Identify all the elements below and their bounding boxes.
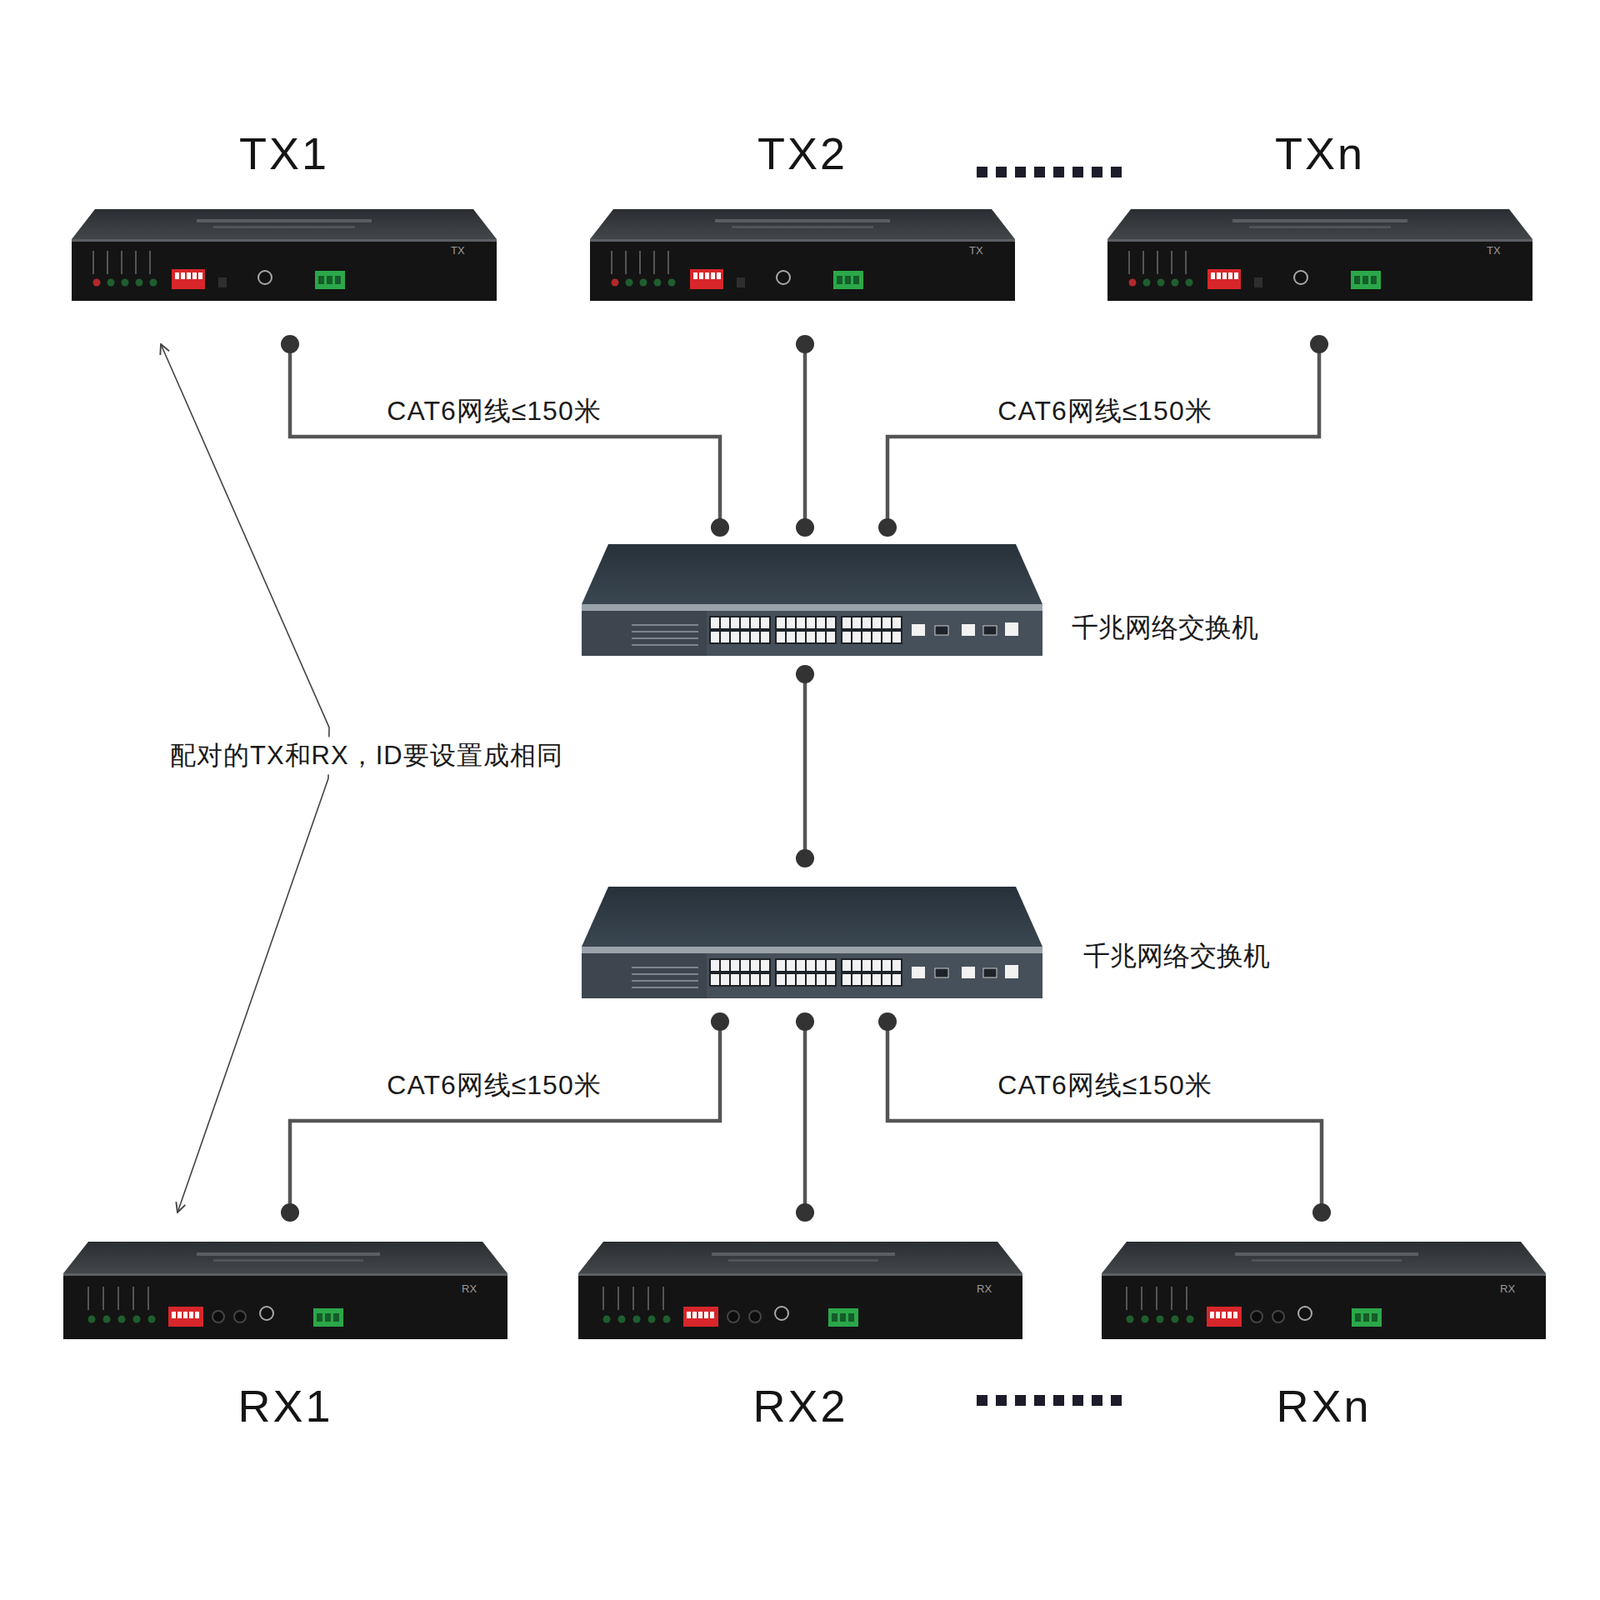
panel-label: TX [969, 244, 984, 258]
connector-line [803, 1021, 808, 1213]
panel-label: TX [450, 244, 465, 258]
panel-label: RX [976, 1282, 992, 1296]
device-name: RX2 [578, 1379, 1023, 1434]
network-switch: 千兆网络交换机 [581, 858, 1043, 1022]
panel-label: RX [1500, 1282, 1515, 1296]
tx-device [590, 209, 1015, 301]
rx-device: RXnRX [1101, 1212, 1546, 1340]
connector-line [803, 344, 808, 528]
connector-dot [710, 518, 730, 537]
network-cable [878, 1012, 1331, 1222]
connector-line [887, 344, 1320, 528]
tx-device: TX2TX [590, 209, 1015, 345]
rx-device: RX1RX [63, 1212, 508, 1340]
connector-dot [1312, 1203, 1331, 1222]
rx-device [1101, 1241, 1546, 1340]
connector-dot [280, 1203, 300, 1222]
network-cable [795, 1012, 815, 1222]
rx-device [63, 1241, 508, 1340]
connector-line [803, 674, 808, 859]
network-switch [581, 886, 1043, 999]
rx-device: RX2RX [578, 1212, 1023, 1340]
connector-line [290, 344, 720, 528]
connector-dot [878, 518, 897, 537]
panel-label: RX [461, 1282, 477, 1296]
device-name: TX2 [590, 126, 1015, 181]
connector-line [160, 344, 330, 1213]
panel-label: TX [1486, 244, 1501, 258]
network-switch: 千兆网络交换机 [581, 527, 1043, 675]
network-cable [795, 665, 815, 868]
network-cable [280, 1012, 730, 1222]
network-cable [795, 335, 815, 537]
tx-device [1107, 209, 1533, 301]
rx-device [578, 1241, 1023, 1340]
connector-dot [1310, 335, 1329, 354]
connector-dot [795, 665, 815, 684]
pairing-arrow [160, 344, 330, 1213]
connector-dot [710, 1012, 730, 1031]
network-switch [581, 544, 1043, 656]
device-name: RXn [1101, 1379, 1546, 1434]
tx-device: TX1TX [71, 209, 497, 345]
ellipsis-dots [976, 166, 1122, 178]
cable-label: CAT6网线≤150米 [997, 1069, 1212, 1101]
connector-dot [795, 335, 815, 354]
cable-label: CAT6网线≤150米 [386, 395, 601, 427]
cable-label: CAT6网线≤150米 [386, 1069, 601, 1101]
ellipsis-dots [976, 1395, 1122, 1406]
pairing-note: 配对的TX和RX，ID要设置成相同 [166, 736, 567, 775]
connector-line [290, 1021, 720, 1213]
cable-label: CAT6网线≤150米 [997, 395, 1212, 427]
switch-name: 千兆网络交换机 [1071, 611, 1259, 644]
connector-line [887, 1021, 1322, 1213]
device-name: TX1 [71, 126, 497, 181]
connector-dot [878, 1012, 897, 1031]
connector-dot [795, 1012, 815, 1031]
tx-device [71, 209, 497, 301]
device-name: TXn [1107, 126, 1533, 181]
network-cable [280, 335, 730, 537]
connector-dot [280, 335, 300, 354]
switch-name: 千兆网络交换机 [1083, 940, 1270, 972]
network-cable [878, 335, 1329, 537]
connector-dot [795, 518, 815, 537]
connector-dot [795, 849, 815, 868]
device-name: RX1 [63, 1379, 508, 1434]
tx-device: TXnTX [1107, 209, 1533, 345]
connector-dot [795, 1203, 815, 1222]
